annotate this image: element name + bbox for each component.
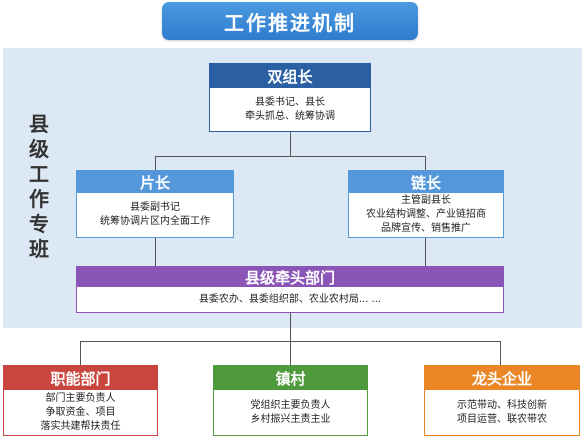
district-leader-header: 片长 <box>77 171 233 193</box>
connector-bottom-mid <box>290 341 291 365</box>
functional-department-header: 职能部门 <box>4 366 157 390</box>
town-village-node: 镇村 党组织主要负责人 乡村振兴主责主业 <box>213 365 368 436</box>
lead-department-desc: 县委农办、县委组织部、农业农村局... ... <box>77 287 503 312</box>
town-village-header: 镇村 <box>214 366 367 390</box>
desc-line: 争取资金、项目 <box>45 406 116 418</box>
connector-right-to-lead <box>425 238 426 266</box>
connector-left-to-lead <box>155 238 156 266</box>
label-char: 专 <box>29 212 49 236</box>
desc-line: 县委书记、县长 <box>255 96 325 108</box>
desc-line: 示范带动、科技创新 <box>457 399 547 411</box>
lead-department-node: 县级牵头部门 县委农办、县委组织部、农业农村局... ... <box>76 266 504 313</box>
chain-leader-node: 链长 主管副县长 农业结构调整、产业链招商 品牌宣传、销售推广 <box>348 170 504 238</box>
desc-line: 党组织主要负责人 <box>250 399 331 411</box>
connector-left-down <box>155 156 156 170</box>
co-leader-header: 双组长 <box>210 64 370 88</box>
desc-line: 品牌宣传、销售推广 <box>381 223 471 234</box>
diagram-title: 工作推进机制 <box>162 2 418 40</box>
label-char: 县 <box>29 112 49 136</box>
label-char: 级 <box>29 137 49 161</box>
chain-leader-header: 链长 <box>349 171 503 193</box>
desc-line: 乡村振兴主责主业 <box>250 413 331 425</box>
desc-line: 农业结构调整、产业链招商 <box>366 209 486 220</box>
county-task-force-label: 县 级 工 作 专 班 <box>24 112 54 262</box>
desc-line: 主管副县长 <box>401 195 451 206</box>
connector-bottom-right <box>500 341 501 365</box>
district-leader-desc: 县委副书记 统筹协调片区内全面工作 <box>77 193 233 237</box>
connector-bottom-left <box>80 341 81 365</box>
lead-department-header: 县级牵头部门 <box>77 267 503 287</box>
desc-line: 牵头抓总、统筹协调 <box>245 110 335 122</box>
co-leader-desc: 县委书记、县长 牵头抓总、统筹协调 <box>210 88 370 131</box>
co-leader-node: 双组长 县委书记、县长 牵头抓总、统筹协调 <box>209 63 371 132</box>
desc-line: 县委农办、县委组织部、农业农村局... ... <box>198 293 382 305</box>
connector-mid-horizontal <box>155 156 425 157</box>
label-char: 作 <box>29 187 49 211</box>
label-char: 工 <box>29 162 49 186</box>
desc-line: 统筹协调片区内全面工作 <box>100 216 210 227</box>
connector-top-down <box>290 132 291 156</box>
leading-enterprise-node: 龙头企业 示范带动、科技创新 项目运营、联农带农 <box>424 365 580 436</box>
district-leader-node: 片长 县委副书记 统筹协调片区内全面工作 <box>76 170 234 238</box>
desc-line: 落实共建帮扶责任 <box>40 420 121 432</box>
desc-line: 县委副书记 <box>130 202 180 213</box>
label-char: 班 <box>29 237 49 261</box>
leading-enterprise-desc: 示范带动、科技创新 项目运营、联农带农 <box>425 390 579 435</box>
chain-leader-desc: 主管副县长 农业结构调整、产业链招商 品牌宣传、销售推广 <box>349 193 503 237</box>
connector-lead-down <box>290 313 291 341</box>
town-village-desc: 党组织主要负责人 乡村振兴主责主业 <box>214 390 367 435</box>
leading-enterprise-header: 龙头企业 <box>425 366 579 390</box>
desc-line: 部门主要负责人 <box>45 392 116 404</box>
functional-department-node: 职能部门 部门主要负责人 争取资金、项目 落实共建帮扶责任 <box>3 365 158 436</box>
functional-department-desc: 部门主要负责人 争取资金、项目 落实共建帮扶责任 <box>4 390 157 435</box>
connector-right-down <box>425 156 426 170</box>
desc-line: 项目运营、联农带农 <box>457 413 547 425</box>
